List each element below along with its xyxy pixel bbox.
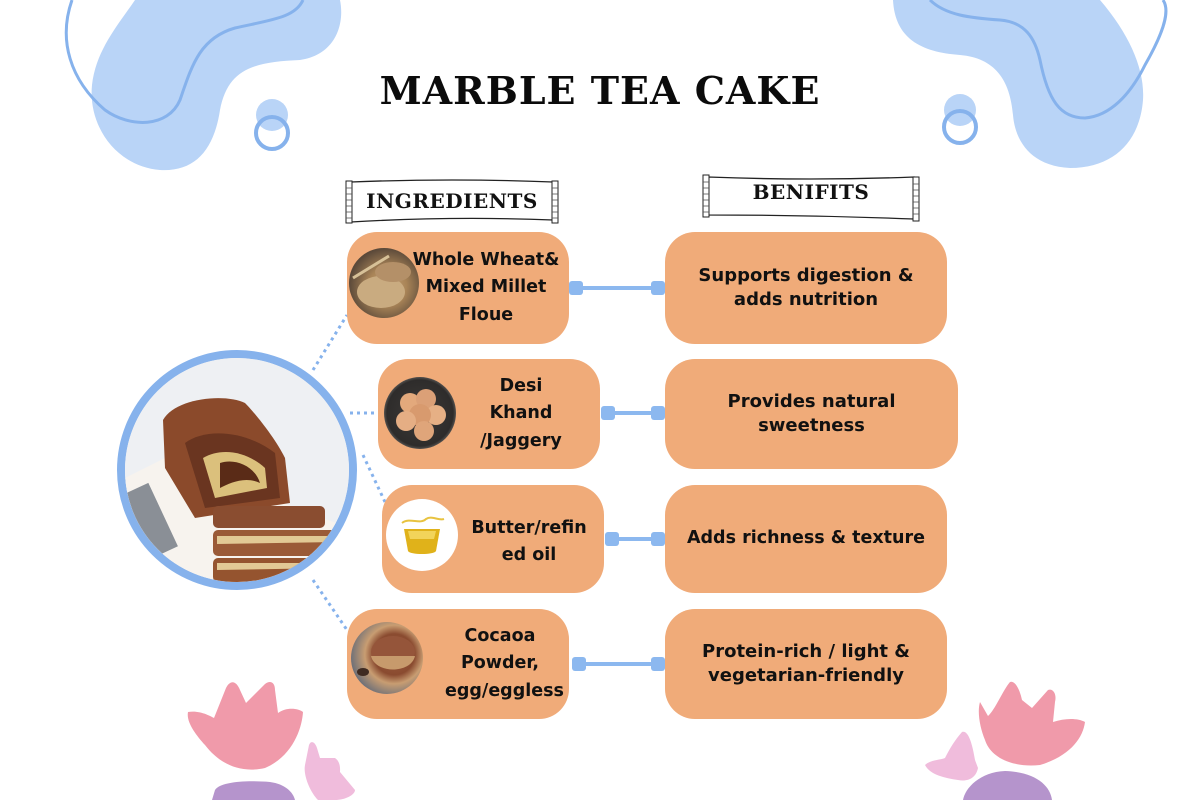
ring-shape [254,115,290,151]
connector-node [651,532,665,546]
connector-line [580,286,656,290]
benefits-header-banner: BENIFITS [700,173,922,222]
ring-shape [942,109,978,145]
jaggery-icon [396,389,446,441]
marble-cake-photo [117,350,357,590]
marble-cake-icon [125,358,349,582]
connector-line [612,411,656,415]
oil-icon [401,516,445,554]
ingredients-header-label: INGREDIENTS [366,189,538,213]
connector-node [569,281,583,295]
jaggery-bowl-photo [384,377,456,449]
benefit-card: Protein-rich / light & vegetarian-friend… [665,609,947,719]
benefit-label: Provides natural sweetness [727,391,896,436]
oil-bowl-photo [386,499,458,571]
dotted-connector [361,454,387,503]
connector-node [651,406,665,420]
scroll-banner-icon [702,174,920,222]
ingredient-label: Whole Wheat& Mixed Millet Floue [412,250,560,325]
benefit-label: Supports digestion & adds nutrition [698,265,914,310]
connector-line [616,537,656,541]
benefit-label: Protein-rich / light & vegetarian-friend… [702,641,910,686]
wheat-grain-bowl-photo [349,248,419,318]
benefits-header-label: BENIFITS [752,180,870,204]
connector-node [572,657,586,671]
flower-shape-pink [187,682,303,770]
ingredient-label: Cocaoa Powder, egg/eggless [445,626,564,701]
benefit-card: Adds richness & texture [665,485,947,593]
cocoa-powder-bowl-photo [351,622,423,694]
wheat-icon [352,254,411,308]
connector-node [651,281,665,295]
benefit-card: Provides natural sweetness [665,359,958,469]
flower-shape-light-pink [304,742,355,800]
cocoa-icon [357,636,415,676]
flower-shape-light-pink [925,731,978,781]
scroll-banner-icon [345,179,559,224]
page-title: MARBLE TEA CAKE [379,68,821,113]
connector-node [601,406,615,420]
benefit-card: Supports digestion & adds nutrition [665,232,947,344]
ingredient-label: Butter/refin ed oil [471,518,587,566]
benefit-label: Adds richness & texture [686,528,926,549]
connector-node [651,657,665,671]
connector-line [583,662,656,666]
dotted-connector [311,579,349,631]
flower-shape-purple [963,771,1052,800]
flower-shape-purple [212,781,295,800]
ingredient-label: Desi Khand /Jaggery [480,376,562,451]
connector-node [605,532,619,546]
flower-shape-pink [978,681,1085,766]
ingredients-header-banner: INGREDIENTS [343,178,561,224]
dotted-connector [311,314,349,371]
